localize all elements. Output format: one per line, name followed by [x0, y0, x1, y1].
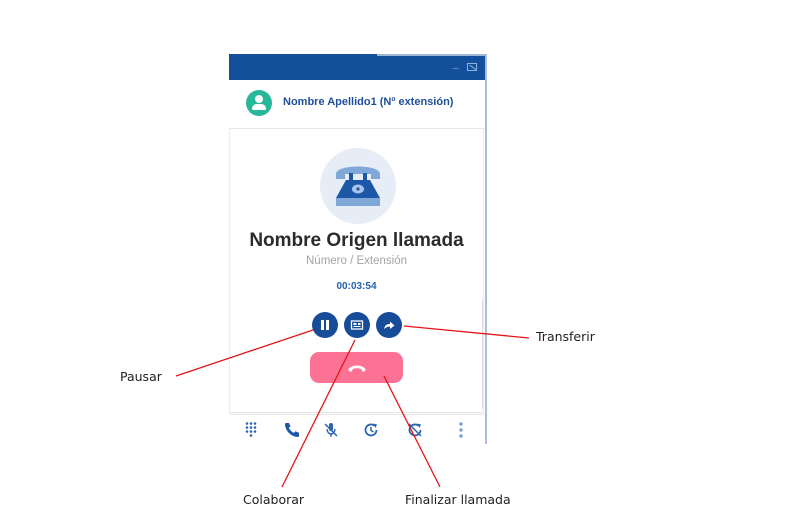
caller-origin-name: Nombre Origen llamada — [249, 230, 464, 251]
call-timer: 00:03:54 — [336, 281, 377, 292]
user-avatar-icon — [246, 90, 272, 116]
transfer-arrow-icon — [384, 321, 395, 329]
label-pausar: Pausar — [120, 369, 162, 384]
more-vertical-icon — [459, 422, 463, 438]
history-off-button[interactable] — [406, 421, 424, 439]
caller-origin-number: Número / Extensión — [306, 255, 407, 267]
collaborate-button[interactable] — [344, 312, 370, 338]
call-button[interactable] — [283, 421, 301, 439]
transfer-button[interactable] — [376, 312, 402, 338]
pause-icon — [321, 320, 329, 330]
telephone-icon — [320, 148, 396, 224]
collaborate-icon — [350, 320, 364, 330]
label-transferir: Transferir — [536, 329, 595, 344]
pause-button[interactable] — [312, 312, 338, 338]
user-header: Nombre Apellido1 (Nº extensión) — [229, 80, 485, 129]
active-call-card: Nombre Origen llamada Número / Extensión… — [229, 129, 484, 413]
mute-button[interactable] — [322, 421, 340, 439]
hangup-phone-icon — [348, 365, 366, 372]
dialpad-button[interactable] — [243, 421, 261, 439]
window-close-icon[interactable] — [467, 63, 477, 71]
history-icon — [364, 423, 378, 437]
titlebar: _ — [229, 54, 485, 80]
softphone-window: _ Nombre Apellido1 (Nº extensión) Nombre… — [229, 54, 485, 445]
window-edge — [485, 54, 487, 444]
more-options-button[interactable] — [452, 421, 470, 439]
dialpad-icon — [245, 422, 257, 437]
titlebar-highlight — [377, 54, 485, 56]
history-button[interactable] — [362, 421, 380, 439]
bottom-toolbar — [229, 414, 485, 445]
phone-icon — [285, 423, 299, 437]
minimize-button[interactable]: _ — [453, 59, 459, 70]
label-colaborar: Colaborar — [243, 492, 305, 507]
call-actions — [312, 312, 407, 338]
microphone-off-icon — [324, 423, 338, 437]
end-call-button[interactable] — [310, 352, 403, 383]
scrollbar[interactable] — [482, 299, 483, 409]
label-finalizar-llamada: Finalizar llamada — [405, 492, 511, 507]
user-name-extension: Nombre Apellido1 (Nº extensión) — [283, 96, 454, 108]
history-off-icon — [408, 423, 422, 437]
